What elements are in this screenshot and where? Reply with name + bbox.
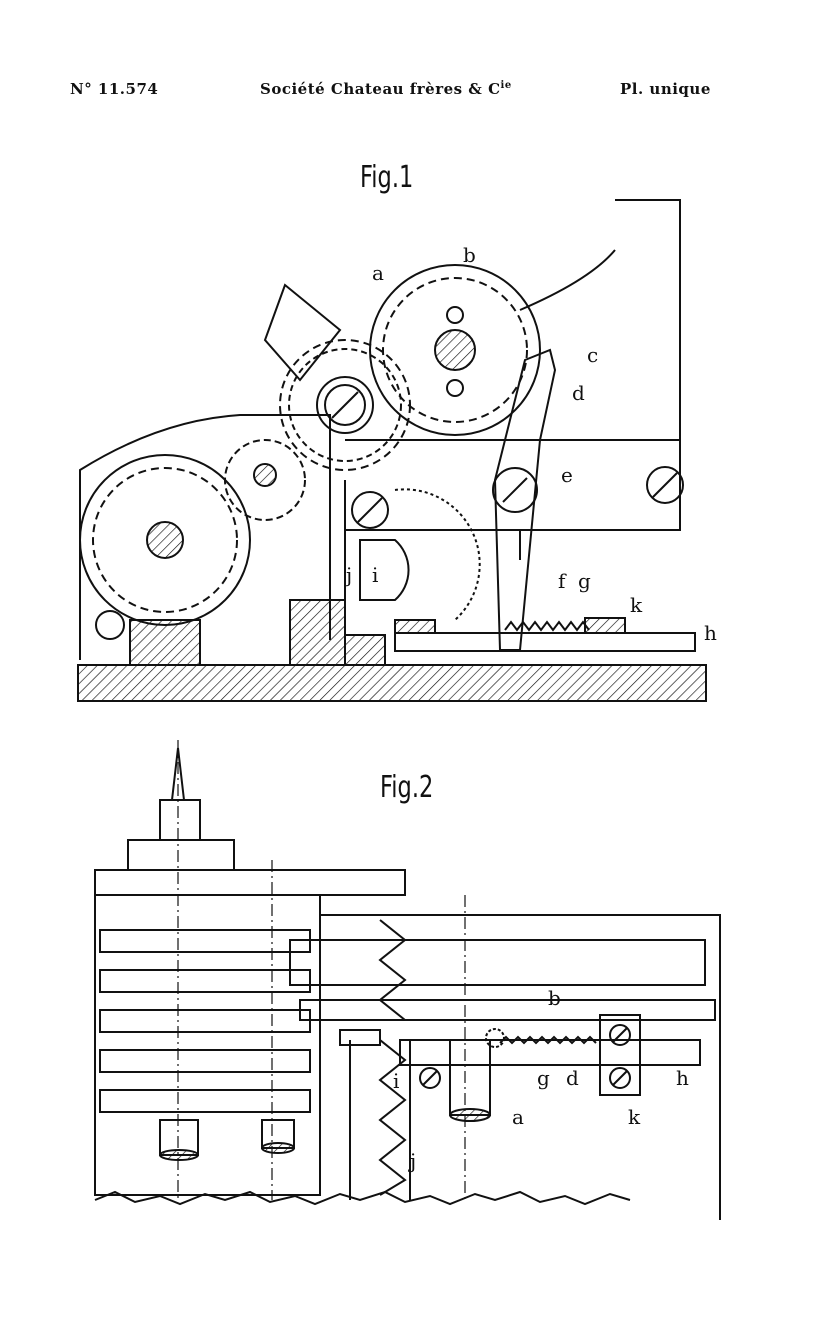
shaft-a-fig2 <box>449 1039 491 1116</box>
pin-b <box>485 1028 505 1048</box>
disc-3 <box>99 1009 311 1033</box>
screw-k-bottom-slot <box>612 1070 628 1086</box>
middle-bar <box>299 999 716 1021</box>
frame-right <box>519 199 681 560</box>
screw-left-slot <box>357 497 383 523</box>
screw-k-top-slot <box>612 1027 628 1043</box>
lever-d <box>493 348 557 651</box>
gear-b-hole-bottom <box>446 379 464 397</box>
block-middle <box>289 599 346 666</box>
middle-gear-hub <box>316 376 374 434</box>
figure-1-title: Fig.1 <box>360 160 414 195</box>
figure-2-title: Fig.2 <box>380 770 434 805</box>
slide-bar <box>399 1039 701 1066</box>
fig2-label-k: k <box>628 1105 641 1129</box>
middle-gear-screw <box>324 384 366 426</box>
frame-outer <box>320 914 721 1220</box>
cam-lever <box>263 283 342 382</box>
spindle-collar <box>159 799 201 841</box>
fig1-label-c: c <box>587 343 598 367</box>
clamp-k <box>599 1014 641 1096</box>
roller-left <box>95 610 125 640</box>
fig1-label-k: k <box>630 593 643 617</box>
break-line <box>94 1190 631 1206</box>
middle-gear-screw-slot <box>331 391 359 419</box>
disc-5 <box>99 1089 311 1113</box>
bolt-head <box>339 1029 381 1046</box>
small-gear-shaft <box>253 463 277 487</box>
screw-right-slot <box>652 472 678 498</box>
fig1-label-b: b <box>463 243 476 267</box>
screw-i <box>419 1067 441 1089</box>
applicant-name-main: Société Chateau frères & C <box>260 80 501 98</box>
screw-right <box>646 466 684 504</box>
spindle-base <box>127 839 235 871</box>
applicant-name-sup: ie <box>500 80 512 91</box>
screw-k-bottom <box>609 1067 631 1089</box>
left-housing <box>79 414 331 660</box>
screw-left <box>351 491 389 529</box>
large-wheel-shaft <box>146 521 184 559</box>
block-i <box>394 619 436 634</box>
fig2-label-j: j <box>408 1149 416 1173</box>
block-left <box>129 619 201 666</box>
block-k <box>584 617 626 634</box>
large-wheel-pitch <box>92 467 238 613</box>
fig2-label-h: h <box>676 1066 689 1090</box>
pivot-e-slot <box>502 477 528 503</box>
plate-label: Pl. unique <box>620 80 711 98</box>
fig1-label-e: e <box>561 463 573 487</box>
rack-j <box>378 1039 407 1196</box>
fig1-label-d: d <box>572 381 585 405</box>
spring-g <box>499 1035 597 1045</box>
patent-number: N° 11.574 <box>70 80 159 98</box>
fig1-label-g: g <box>578 569 591 593</box>
figure-2-drawing <box>94 740 721 1220</box>
block-j <box>344 634 386 666</box>
shaft-a-section <box>449 1108 491 1122</box>
fig2-label-i: i <box>393 1069 399 1093</box>
frame-left-post <box>344 480 520 640</box>
middle-gear-inner <box>288 348 402 462</box>
fig2-label-b: b <box>548 986 561 1010</box>
figure-1-drawing <box>77 199 707 702</box>
pivot-e <box>492 467 538 513</box>
screw-i-slot <box>422 1070 438 1086</box>
screw-k-top <box>609 1024 631 1046</box>
disc-4 <box>99 1049 311 1073</box>
upper-bar <box>289 939 706 986</box>
small-gear <box>224 439 306 521</box>
shaft-right-section <box>261 1142 295 1154</box>
shaft-a <box>434 329 476 371</box>
spring-f <box>504 620 590 632</box>
fig1-label-a: a <box>372 261 384 285</box>
fig2-label-d: d <box>566 1066 579 1090</box>
base-plate <box>77 664 707 702</box>
gear-b <box>369 264 541 436</box>
fig1-label-h: h <box>704 621 717 645</box>
assembly-top <box>94 869 406 896</box>
disc-1 <box>99 929 311 953</box>
semicircle-cutout <box>359 539 410 601</box>
gear-b-hole-top <box>446 306 464 324</box>
fig2-label-a: a <box>512 1105 524 1129</box>
shaft-left-section <box>159 1149 199 1161</box>
rack-upper <box>378 919 407 1021</box>
fig1-label-i: i <box>372 563 378 587</box>
gear-b-pitch <box>382 277 528 423</box>
fig1-label-f: f <box>558 569 567 593</box>
fig2-label-g: g <box>537 1066 550 1090</box>
disc-2 <box>99 969 311 993</box>
dotted-arc <box>394 488 481 621</box>
fig1-label-j: j <box>344 563 352 587</box>
frame-arm <box>519 249 616 311</box>
rail-h <box>394 632 696 652</box>
applicant-name: Société Chateau frères & Cie <box>260 80 512 98</box>
